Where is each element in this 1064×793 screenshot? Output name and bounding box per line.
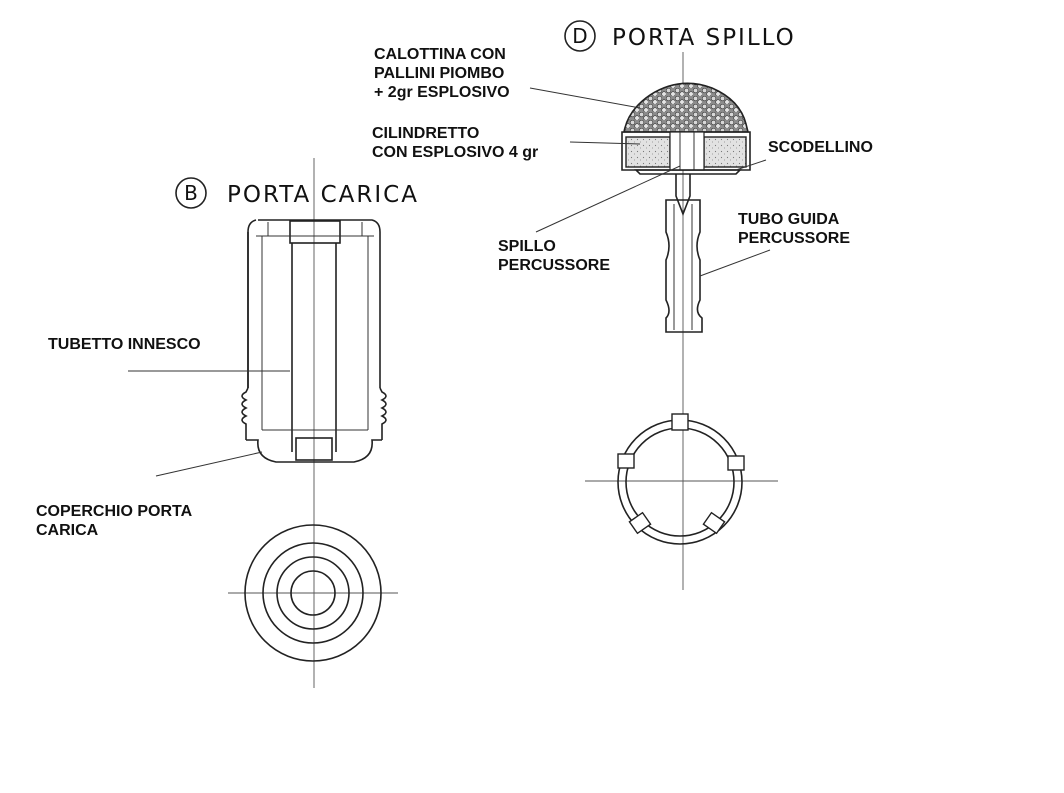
label-calottina: CALOTTINA CON PALLINI PIOMBO + 2gr ESPLO… [374, 46, 510, 101]
porta-spillo-head [621, 82, 751, 175]
section-d-title: PORTA SPILLO [612, 25, 796, 51]
leader-calottina [529, 87, 641, 109]
label-spillo-percussore: SPILLO PERCUSSORE [498, 238, 610, 274]
label-coperchio-line1: COPERCHIO PORTA [36, 503, 193, 520]
section-d-letter: D [572, 24, 587, 48]
label-coperchio-porta-carica: COPERCHIO PORTA CARICA [36, 503, 193, 539]
leader-tubo-guida [699, 249, 771, 277]
label-spillo-line2: PERCUSSORE [498, 257, 610, 274]
section-b-title: PORTA CARICA [227, 182, 419, 208]
label-calottina-line2: PALLINI PIOMBO [374, 65, 504, 82]
label-calottina-line1: CALOTTINA CON [374, 46, 506, 63]
label-cilindretto: CILINDRETTO CON ESPLOSIVO 4 gr [372, 125, 538, 161]
label-cilindretto-line2: CON ESPLOSIVO 4 gr [372, 144, 538, 161]
tubo-guida-percussore [665, 174, 703, 333]
section-b-letter: B [184, 181, 198, 205]
label-calottina-line3: + 2gr ESPLOSIVO [374, 84, 510, 101]
section-d-circle [564, 20, 596, 52]
label-coperchio-line2: CARICA [36, 522, 99, 539]
section-d-header: D PORTA SPILLO [564, 20, 796, 52]
leader-scodellino [735, 159, 767, 171]
porta-carica-bottom-view [228, 524, 398, 662]
section-b-circle [175, 177, 207, 209]
porta-carica-body [241, 219, 387, 463]
leader-spillo [535, 165, 681, 233]
label-tubetto-innesco: TUBETTO INNESCO [48, 336, 201, 353]
label-tubo-line1: TUBO GUIDA [738, 211, 840, 228]
porta-spillo-bottom-view [585, 413, 778, 545]
leader-cilindretto [569, 141, 641, 145]
label-cilindretto-line1: CILINDRETTO [372, 125, 479, 142]
label-spillo-line1: SPILLO [498, 238, 556, 255]
section-b-header: B PORTA CARICA [175, 177, 419, 209]
label-tubo-guida: TUBO GUIDA PERCUSSORE [738, 211, 850, 247]
leader-coperchio [155, 451, 263, 477]
label-scodellino: SCODELLINO [768, 139, 873, 156]
label-tubo-line2: PERCUSSORE [738, 230, 850, 247]
